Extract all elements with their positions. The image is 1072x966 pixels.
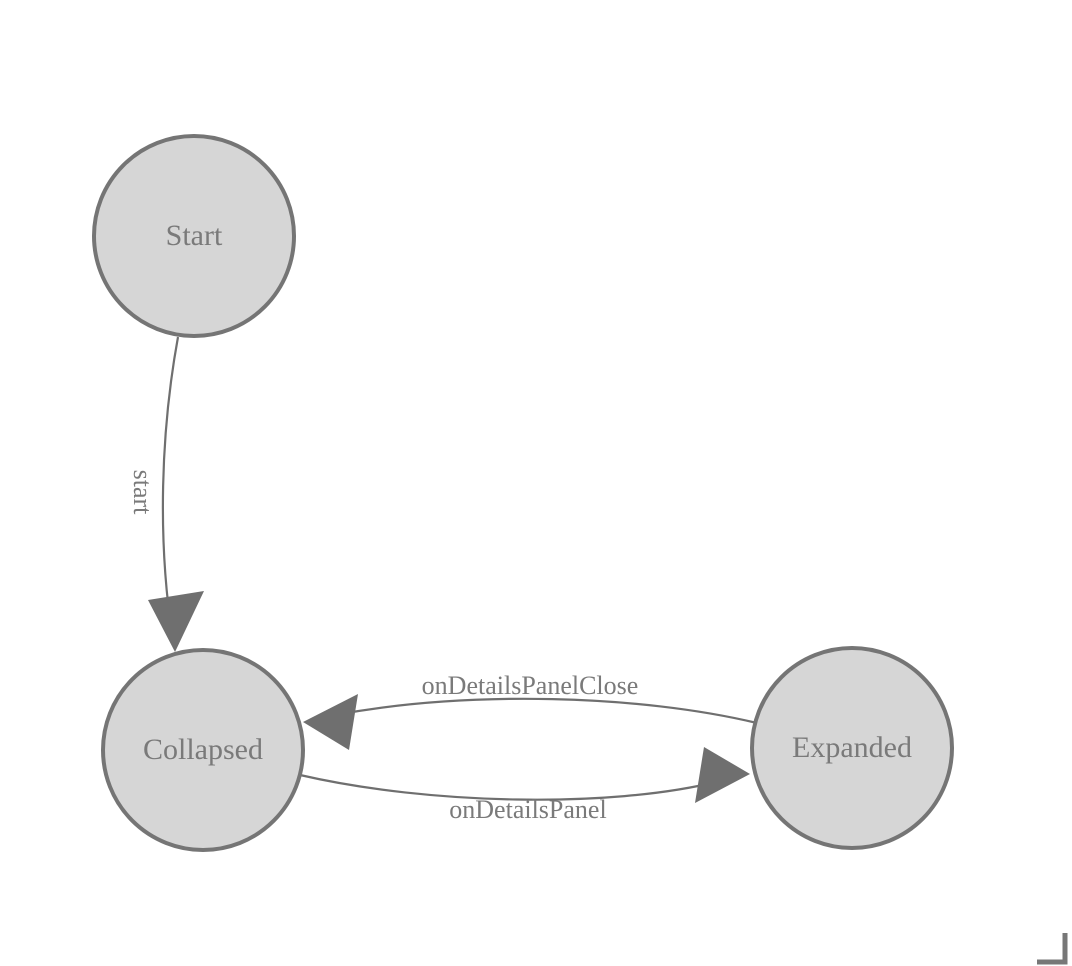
node-expanded[interactable]: Expanded <box>750 646 954 850</box>
node-collapsed-circle <box>101 648 305 852</box>
edge-label-on-details-panel: onDetailsPanel <box>449 795 606 824</box>
node-start-label: Start <box>166 219 223 252</box>
arrowhead-into-collapsed-top <box>148 591 204 652</box>
arrowhead-into-expanded-right <box>695 747 750 803</box>
edge-path-collapsed-to-expanded <box>299 773 717 801</box>
edge-expanded-to-collapsed[interactable]: onDetailsPanelClose <box>303 671 758 750</box>
node-collapsed[interactable]: Collapsed <box>101 648 305 852</box>
corner-bracket <box>1037 933 1068 965</box>
edge-label-on-details-panel-close: onDetailsPanelClose <box>422 671 639 700</box>
edge-collapsed-to-expanded[interactable]: onDetailsPanel <box>299 747 750 824</box>
edge-label-start: start <box>128 470 157 516</box>
arrowhead-into-collapsed-left <box>303 694 358 750</box>
edge-path-start-to-collapsed <box>161 336 180 641</box>
node-start[interactable]: Start <box>92 134 296 338</box>
edge-path-expanded-to-collapsed <box>334 697 758 725</box>
node-expanded-circle <box>750 646 954 850</box>
node-collapsed-label: Collapsed <box>143 733 263 766</box>
edge-start-to-collapsed[interactable]: start <box>128 336 204 652</box>
node-start-circle <box>92 134 296 338</box>
node-expanded-label: Expanded <box>792 731 912 764</box>
